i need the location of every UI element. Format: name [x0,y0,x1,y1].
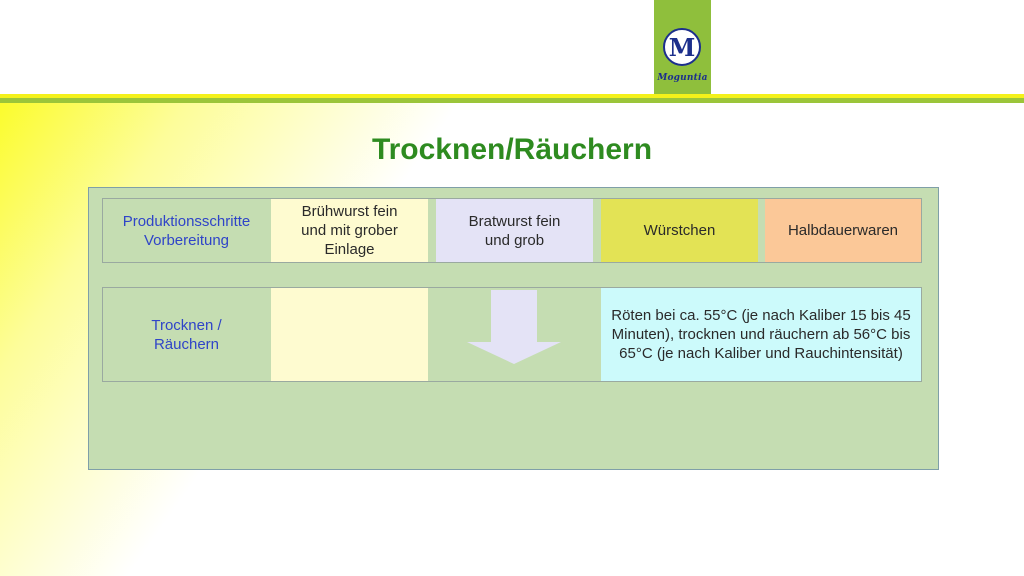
step-row [102,287,922,382]
step-row-label: Trocknen / Räuchern [103,288,270,381]
header-stripe-yellow [0,94,1024,98]
header-row-label: Produktionsschritte Vorbereitung [103,199,270,262]
header-stripe-green [0,98,1024,103]
column-wuerstchen: Würstchen [601,199,758,262]
moguntia-logo: M Moguntia [654,0,711,94]
logo-letter: M [668,32,696,62]
header-row [102,198,922,263]
step-note: Röten bei ca. 55°C (je nach Kaliber 15 b… [601,288,921,381]
column-bruehwurst: Brühwurst fein und mit grober Einlage [271,199,428,262]
logo-emblem: M [663,28,701,66]
slide-title: Trocknen/Räuchern [371,133,653,166]
down-arrow-icon [467,290,561,364]
step-bruehwurst-cell [271,288,428,381]
column-bratwurst: Bratwurst fein und grob [436,199,593,262]
logo-wordmark: Moguntia [657,73,708,83]
column-halbdauerwaren: Halbdauerwaren [765,199,921,262]
